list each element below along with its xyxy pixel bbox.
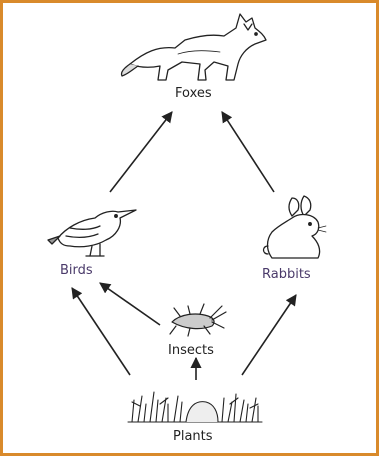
bird-icon	[48, 210, 136, 256]
node-birds-label: Birds	[60, 263, 93, 278]
node-plants-label: Plants	[173, 429, 213, 444]
arrow-rabbits-to-foxes	[222, 112, 274, 192]
arrow-plants-to-birds	[72, 288, 130, 375]
node-rabbits-label: Rabbits	[262, 267, 311, 282]
fox-icon	[121, 14, 266, 80]
rabbit-icon	[264, 196, 327, 258]
node-foxes-label: Foxes	[175, 86, 212, 101]
arrow-birds-to-foxes	[110, 112, 172, 192]
plants-icon	[128, 392, 262, 422]
arrow-insects-to-birds	[100, 283, 160, 325]
arrow-plants-to-rabbits	[242, 295, 296, 375]
node-insects-label: Insects	[168, 343, 214, 358]
insect-icon	[170, 304, 226, 336]
